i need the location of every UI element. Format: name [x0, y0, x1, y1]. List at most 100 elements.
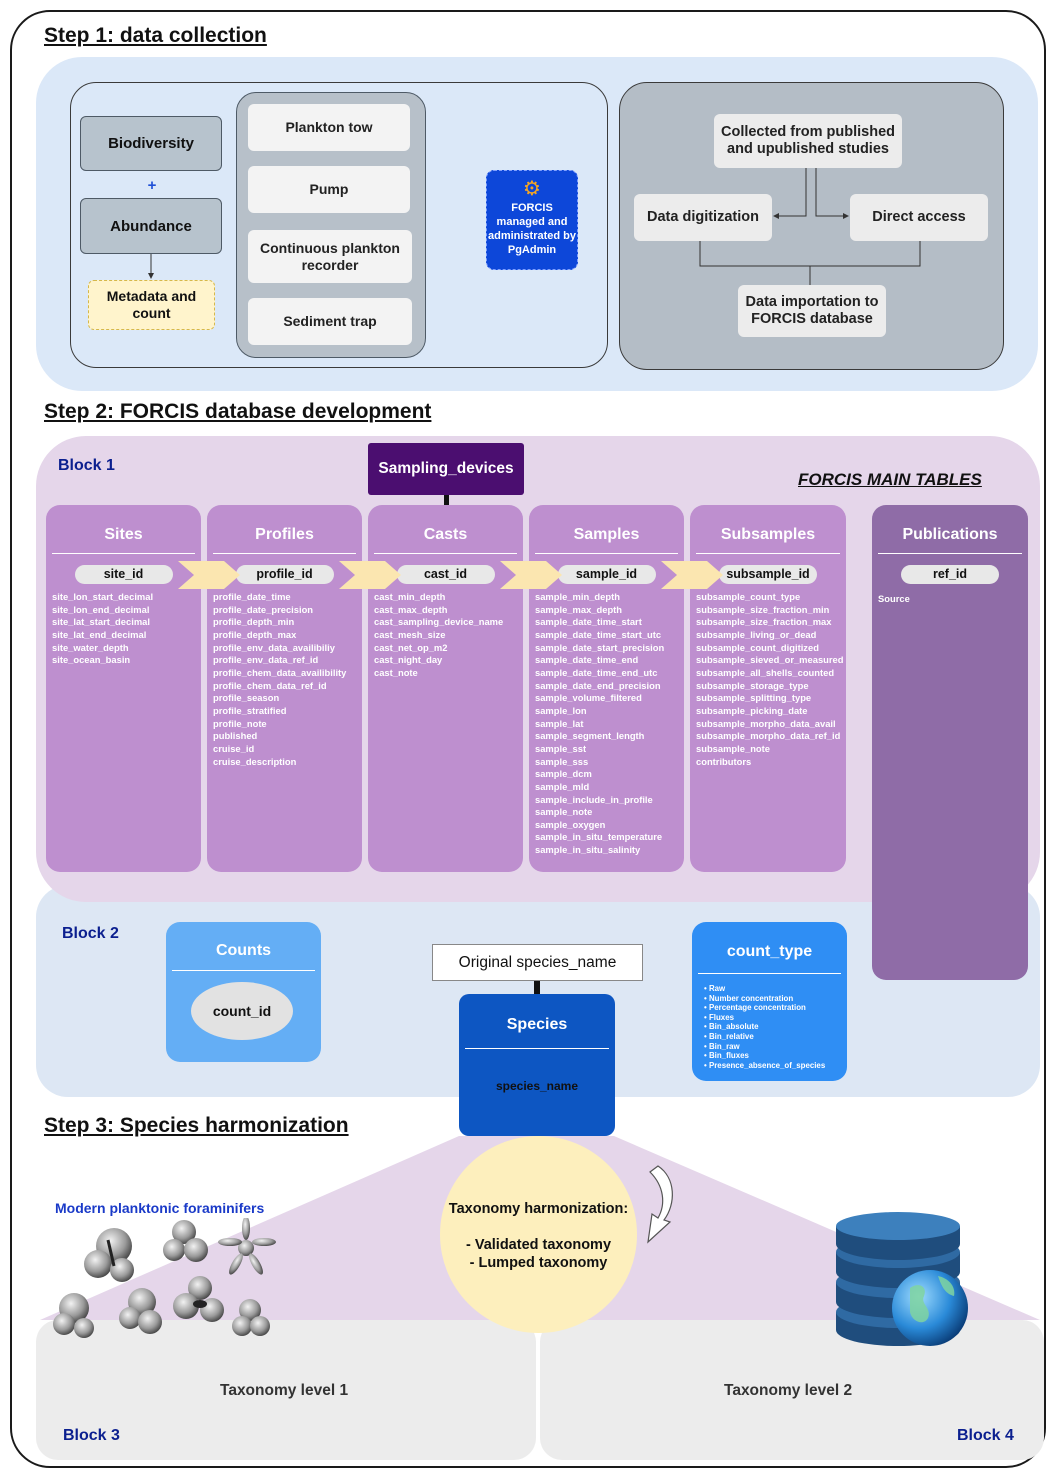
table-field: sample_date_start_precision — [535, 641, 665, 653]
digitization-arrow — [773, 168, 807, 219]
table-field: subsample_morpho_data_ref_id — [696, 730, 841, 742]
harmonization-lumped: - Lumped taxonomy — [469, 1255, 608, 1271]
table-field: profile_chem_data_ref_id — [213, 679, 327, 691]
device-cpr: Continuous plankton recorder — [248, 230, 412, 283]
device-sediment-trap: Sediment trap — [248, 298, 412, 345]
count-type-item: • Bin_fluxes — [704, 1051, 825, 1061]
arrow-chevron-icon — [178, 561, 240, 589]
count-type-text: Bin_absolute — [708, 1022, 759, 1032]
table-count-type: count_type • Raw• Number concentration• … — [692, 922, 847, 1081]
direct-access-box: Direct access — [850, 194, 988, 241]
gear-icon: ⚙ — [523, 178, 541, 200]
table-field: subsample_morpho_data_avail — [696, 717, 836, 729]
abundance-box: Abundance — [80, 198, 222, 254]
count-type-text: Raw — [708, 984, 726, 993]
table-field: profile_date_time — [213, 591, 291, 602]
table-publications: Publications ref_id Source — [872, 505, 1028, 980]
table-field: site_ocean_basin — [52, 654, 131, 666]
table-subsamples: Subsamples subsample_id subsample_count_… — [690, 505, 846, 872]
bullet-icon: • — [704, 984, 709, 993]
arrow-chevron-icon — [661, 561, 723, 589]
profiles-title: Profiles — [255, 526, 314, 543]
table-field: contributors — [696, 755, 752, 767]
table-field: sample_min_depth — [535, 591, 620, 602]
count-type-item: • Number concentration — [704, 994, 825, 1004]
collected-box: Collected from published and upublished … — [714, 114, 902, 168]
count-type-item: • Percentage concentration — [704, 1003, 825, 1013]
species-key: species_name — [495, 1079, 579, 1093]
card-divider — [213, 553, 356, 554]
publications-fields: Source — [878, 593, 1026, 606]
table-field: subsample_splitting_type — [696, 692, 812, 704]
casts-key: cast_id — [396, 565, 495, 584]
count-type-item: • Fluxes — [704, 1013, 825, 1023]
taxonomy-level1-box — [36, 1320, 536, 1460]
modern-forams-label: Modern planktonic foraminifers — [55, 1200, 265, 1216]
count-type-text: Presence_absence_of_species — [708, 1060, 826, 1070]
subsamples-key: subsample_id — [719, 565, 817, 584]
table-field: sample_date_end_precision — [535, 679, 661, 691]
figure-frame — [10, 10, 1046, 1468]
table-field: subsample_sieved_or_measured — [696, 654, 844, 666]
count-type-text: Percentage concentration — [708, 1003, 806, 1013]
table-field: sample_oxygen — [535, 818, 606, 830]
table-field: profile_depth_max — [213, 628, 297, 640]
step1-connectors — [148, 168, 921, 285]
publications-title: Publications — [902, 526, 998, 543]
card-divider — [374, 553, 517, 554]
harmonization-circle — [440, 1136, 637, 1333]
block2-label: Block 2 — [62, 925, 119, 942]
foraminifera-images — [53, 1218, 276, 1338]
table-field: profile_chem_data_availibility — [213, 666, 347, 678]
count-type-list: • Raw• Number concentration• Percentage … — [704, 984, 825, 1070]
count-type-item: • Raw — [704, 984, 825, 994]
metadata-box: Metadata and count — [88, 280, 215, 330]
biodiversity-box: Biodiversity — [80, 116, 222, 171]
table-field: sample_date_time_start_utc — [535, 628, 662, 640]
table-field: subsample_storage_type — [696, 679, 809, 691]
count-type-text: Number concentration — [708, 993, 794, 1003]
subsamples-title: Subsamples — [720, 526, 816, 543]
profiles-key: profile_id — [235, 565, 334, 584]
table-link-arrows — [178, 561, 723, 589]
importation-box: Data importation to FORCIS database — [738, 285, 886, 337]
samples-title: Samples — [573, 526, 640, 543]
harmonization-text: Taxonomy harmonization: - Validated taxo… — [440, 1200, 637, 1272]
globe — [892, 1270, 968, 1346]
count-type-title: count_type — [726, 943, 813, 960]
card-divider — [535, 553, 678, 554]
table-field: site_lon_start_decimal — [52, 591, 154, 602]
block4-label: Block 4 — [957, 1427, 1014, 1444]
table-field: subsample_count_type — [696, 591, 801, 602]
species-connector — [534, 981, 540, 995]
database-globe-icon — [836, 1212, 968, 1346]
foram-5 — [119, 1288, 162, 1334]
original-species-table: Original species_name — [432, 944, 643, 981]
card-divider — [465, 1048, 609, 1049]
counts-key: count_id — [191, 982, 293, 1040]
sampling-devices-table: Sampling_devices — [368, 443, 524, 495]
foram-2 — [163, 1220, 208, 1262]
table-counts: Counts — [166, 922, 321, 1062]
table-field: sample_mld — [535, 780, 590, 792]
bullet-icon: • — [704, 1012, 709, 1022]
table-field: subsample_count_digitized — [696, 641, 819, 653]
table-field: subsample_size_fraction_max — [696, 616, 832, 628]
table-field: cast_sampling_device_name — [374, 616, 504, 628]
table-field: published — [213, 730, 258, 742]
bullet-icon: • — [704, 1003, 709, 1013]
card-divider — [172, 970, 315, 971]
block3-label: Block 3 — [63, 1427, 120, 1444]
count-type-text: Fluxes — [708, 1012, 734, 1022]
table-species: Species species_name — [459, 994, 615, 1136]
digitization-box: Data digitization — [634, 194, 772, 241]
arrow-chevron-icon — [339, 561, 401, 589]
device-pump: Pump — [248, 166, 410, 213]
species-title: Species — [506, 1016, 568, 1033]
forcis-pgadmin-badge: ⚙ FORCIS managed and administrated by Pg… — [486, 170, 578, 270]
